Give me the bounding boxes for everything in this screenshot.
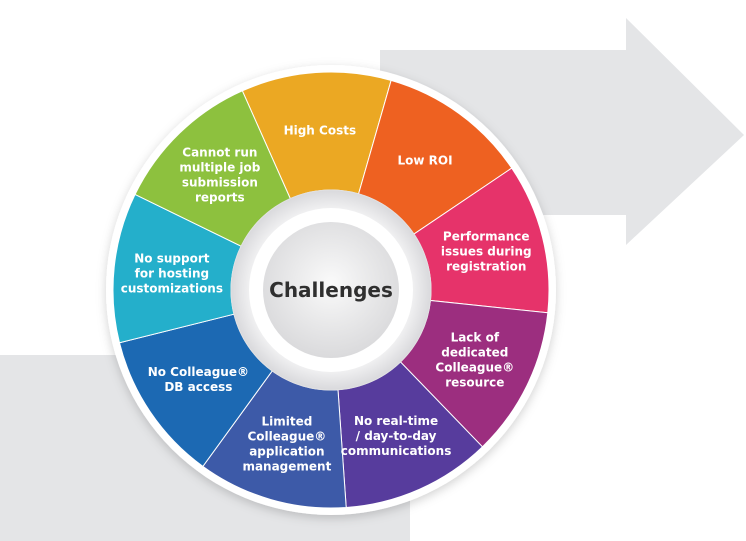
segment-label-line: management [242, 459, 331, 473]
segment-label-line: resource [445, 376, 504, 390]
segment-label-line: No real-time [354, 414, 438, 428]
segment-label-line: for hosting [135, 266, 209, 280]
segment-label-line: DB access [164, 380, 232, 394]
challenge-segments [112, 71, 550, 509]
segment-label-line: customizations [121, 281, 223, 295]
segment-label-line: High Costs [284, 123, 357, 137]
segment-label-line: reports [195, 190, 245, 204]
segment-label-line: Performance [443, 229, 530, 243]
segment-label-line: No Colleague® [148, 365, 249, 379]
segment-label-line: No support [134, 251, 209, 265]
segment-label-line: dedicated [441, 346, 508, 360]
segment-label-line: submission [182, 175, 258, 189]
segment-label-1: High Costs [284, 123, 357, 137]
segment-label-line: communications [341, 444, 452, 458]
center-hub [263, 222, 399, 358]
segment-label-line: Cannot run [182, 145, 257, 159]
segment-label-line: Limited [261, 414, 312, 428]
segment-label-line: Lack of [451, 331, 500, 345]
segment-label-line: multiple job [179, 160, 260, 174]
segment-label-2: Low ROI [398, 154, 453, 168]
segment-label-7: No Colleague®DB access [148, 365, 249, 394]
segment-label-line: / day-to-day [356, 429, 437, 443]
segment-label-line: application [249, 444, 324, 458]
center-title: Challenges [269, 278, 393, 302]
segment-label-line: Colleague® [247, 429, 326, 443]
segment-label-line: Colleague® [435, 361, 514, 375]
segment-label-line: issues during [441, 244, 532, 258]
segment-label-line: registration [446, 259, 526, 273]
segment-label-line: Low ROI [398, 154, 453, 168]
